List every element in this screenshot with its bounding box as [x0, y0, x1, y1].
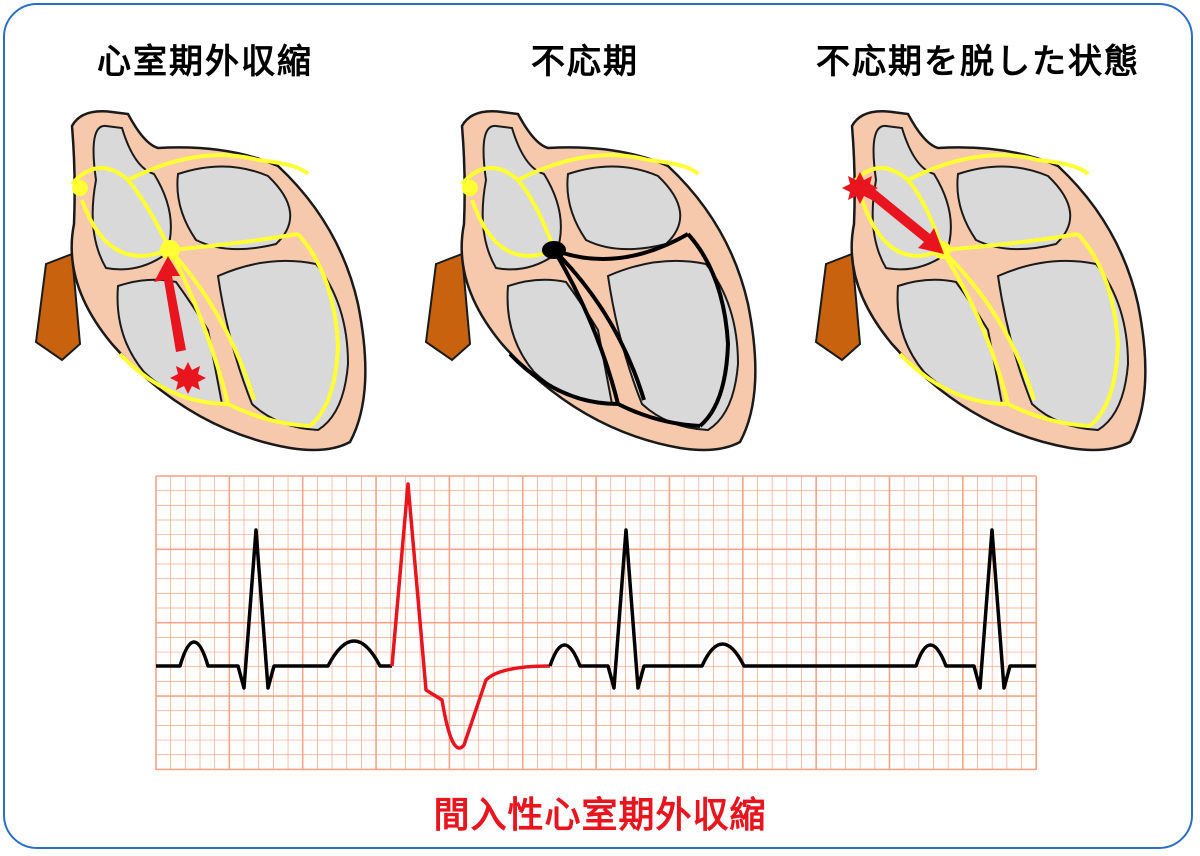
sa-node	[462, 180, 478, 196]
panel-title-recovered: 不応期を脱した状態	[816, 42, 1140, 82]
av-node	[542, 241, 566, 259]
conduction-system-atria	[460, 153, 700, 258]
ecg-trace-normal-2	[548, 528, 1036, 690]
figure-caption: 間入性心室期外収縮	[433, 795, 767, 836]
ecg-grid	[155, 475, 1037, 771]
impulse-arrow	[154, 256, 186, 352]
impulse-arrow	[860, 182, 944, 254]
panel-title-refractory: 不応期	[531, 42, 639, 82]
ectopic-focus-star	[170, 362, 206, 394]
av-node	[160, 240, 180, 260]
sa-node	[72, 180, 88, 196]
heart-diagram-pvc	[34, 110, 367, 452]
heart-diagram-refractory	[424, 110, 757, 452]
conduction-system	[850, 153, 1121, 428]
conduction-system-refractory	[508, 232, 731, 428]
conduction-system	[70, 153, 341, 428]
heart-diagram-recovered	[814, 110, 1147, 452]
figure-frame	[3, 3, 1193, 849]
ecg-trace-normal	[156, 528, 392, 690]
sa-impulse-star	[842, 172, 878, 204]
ecg-strip	[155, 475, 1037, 771]
ecg-trace-pvc	[390, 482, 551, 750]
panel-title-pvc: 心室期外収縮	[97, 42, 313, 82]
